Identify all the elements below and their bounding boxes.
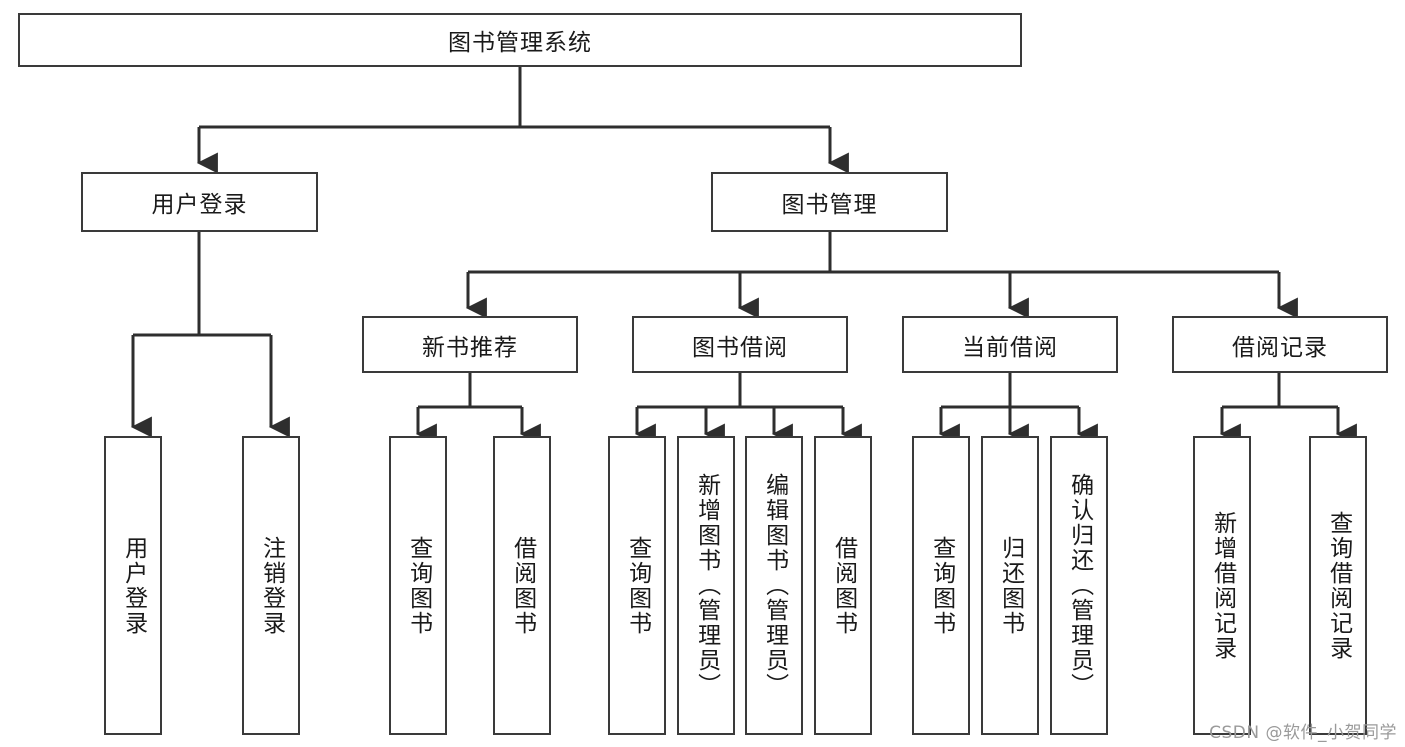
leaf-user-login-login[interactable]: 用户登录 — [104, 436, 162, 735]
node-label: 归还图书 — [997, 535, 1024, 636]
leaf-book-borrow-borrow-book[interactable]: 借阅图书 — [814, 436, 872, 735]
node-label: 注销登录 — [258, 535, 285, 636]
node-label: 新书推荐 — [422, 334, 518, 361]
node-label: 确认归还（管理员） — [1066, 473, 1093, 698]
node-label: 用户登录 — [120, 535, 147, 636]
node-label: 图书管理系统 — [448, 30, 592, 56]
leaf-borrow-record-query-record[interactable]: 查询借阅记录 — [1309, 436, 1367, 735]
node-label: 查询图书 — [405, 535, 432, 636]
leaf-current-borrow-query-book[interactable]: 查询图书 — [912, 436, 970, 735]
node-current-borrow[interactable]: 当前借阅 — [902, 316, 1118, 373]
node-label: 新增借阅记录 — [1209, 510, 1236, 661]
node-new-book-recommend[interactable]: 新书推荐 — [362, 316, 578, 373]
node-label: 图书借阅 — [692, 334, 788, 361]
leaf-book-borrow-edit-book-admin[interactable]: 编辑图书（管理员） — [745, 436, 803, 735]
node-root-book-management-system[interactable]: 图书管理系统 — [18, 13, 1022, 67]
leaf-user-login-logout[interactable]: 注销登录 — [242, 436, 300, 735]
node-book-management[interactable]: 图书管理 — [711, 172, 948, 232]
leaf-borrow-record-add-record[interactable]: 新增借阅记录 — [1193, 436, 1251, 735]
leaf-new-book-query-book[interactable]: 查询图书 — [389, 436, 447, 735]
node-label: 查询图书 — [928, 535, 955, 636]
leaf-current-borrow-confirm-return-admin[interactable]: 确认归还（管理员） — [1050, 436, 1108, 735]
watermark-text: CSDN @软件_小贺同学 — [1209, 723, 1397, 743]
node-label: 新增图书（管理员） — [693, 473, 720, 698]
node-label: 借阅记录 — [1232, 334, 1328, 361]
leaf-book-borrow-add-book-admin[interactable]: 新增图书（管理员） — [677, 436, 735, 735]
node-label: 查询图书 — [624, 535, 651, 636]
leaf-current-borrow-return-book[interactable]: 归还图书 — [981, 436, 1039, 735]
node-borrow-record[interactable]: 借阅记录 — [1172, 316, 1388, 373]
node-user-login[interactable]: 用户登录 — [81, 172, 318, 232]
node-book-borrow[interactable]: 图书借阅 — [632, 316, 848, 373]
node-label: 当前借阅 — [962, 334, 1058, 361]
leaf-book-borrow-query-book[interactable]: 查询图书 — [608, 436, 666, 735]
node-label: 图书管理 — [781, 192, 878, 218]
leaf-new-book-borrow-book[interactable]: 借阅图书 — [493, 436, 551, 735]
node-label: 编辑图书（管理员） — [761, 473, 788, 698]
node-label: 查询借阅记录 — [1325, 510, 1352, 661]
node-label: 借阅图书 — [830, 535, 857, 636]
node-label: 用户登录 — [151, 192, 248, 218]
node-label: 借阅图书 — [509, 535, 536, 636]
